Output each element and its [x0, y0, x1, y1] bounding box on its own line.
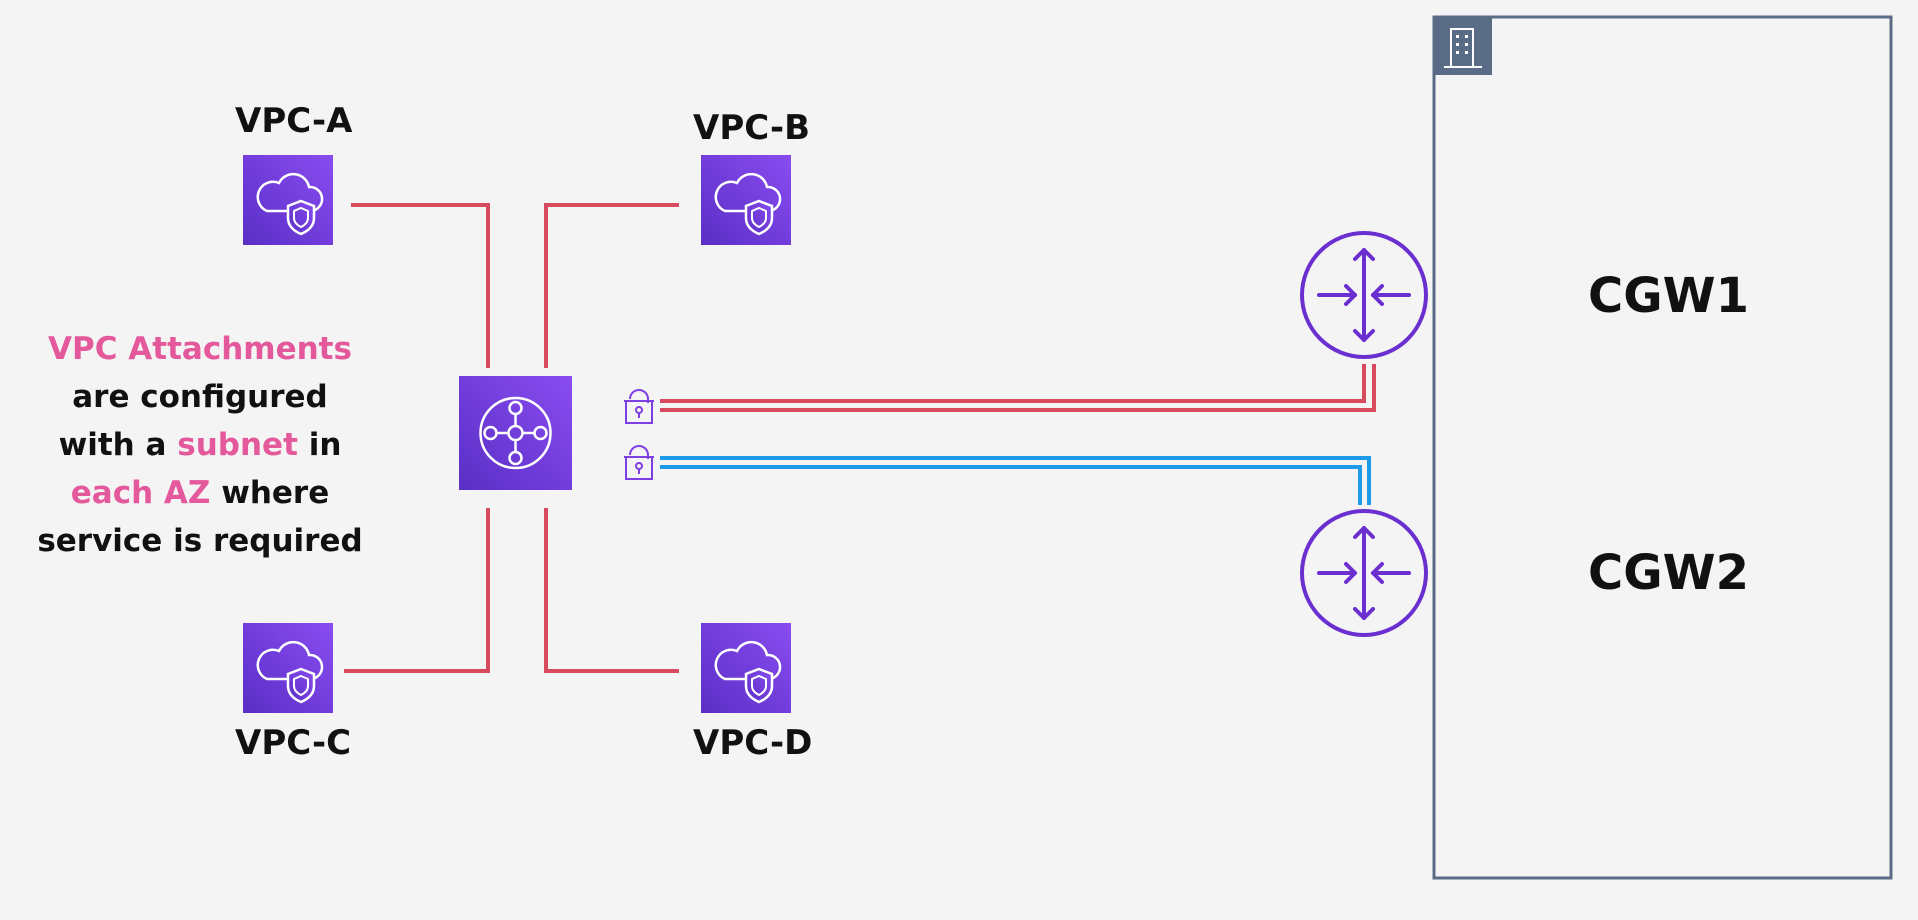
vpn-connection-icon: [624, 389, 654, 424]
on-premises-box: [1432, 15, 1893, 880]
vpc-icon: [701, 623, 791, 713]
note-line-3: with a subnet in: [58, 427, 342, 463]
note-line-2: are configured: [72, 379, 328, 415]
vpn-connection-icon: [624, 445, 654, 480]
attachment-line-vpc-d: [544, 508, 679, 673]
attachment-line-vpc-c: [344, 508, 490, 673]
transit-gateway-icon: [459, 376, 572, 490]
vpc-icon: [243, 155, 333, 245]
cgw2-label: CGW2: [1588, 545, 1749, 601]
vpc-d-label: VPC-D: [693, 723, 813, 763]
vpc-a-label: VPC-A: [235, 101, 353, 141]
vpc-icon: [701, 155, 791, 245]
attachment-note: VPC Attachments are configured with a su…: [10, 325, 390, 565]
vpc-b-label: VPC-B: [693, 108, 810, 148]
note-line-1: VPC Attachments: [48, 331, 352, 367]
router-icon: [1300, 509, 1428, 637]
note-line-5: service is required: [37, 523, 363, 559]
vpc-c-label: VPC-C: [235, 723, 352, 763]
vpn-tunnel-red: [660, 364, 1376, 412]
vpn-tunnel-blue: [660, 456, 1371, 505]
vpc-attachment-lines: [344, 203, 679, 673]
attachment-line-vpc-a: [351, 203, 490, 368]
note-line-4: each AZ where: [70, 475, 330, 511]
corporate-building-icon: [1434, 17, 1492, 75]
attachment-line-vpc-b: [544, 203, 679, 368]
cgw1-label: CGW1: [1588, 268, 1749, 324]
router-icon: [1300, 231, 1428, 359]
vpc-icon: [243, 623, 333, 713]
